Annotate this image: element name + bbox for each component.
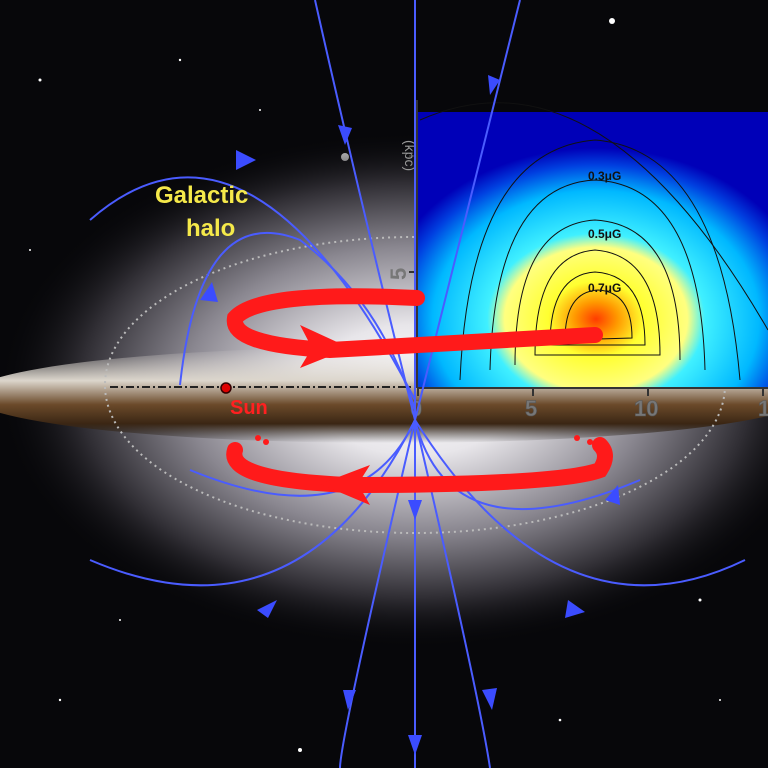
y-tick-5: 5 [386, 268, 411, 280]
disk-field-loops [226, 288, 613, 494]
sun-label: Sun [230, 397, 268, 419]
contour-label-0.3: 0.3μG [588, 169, 621, 183]
halo-label-line2: halo [186, 215, 235, 242]
contours [419, 102, 768, 381]
contour-label-0.5: 0.5μG [588, 227, 621, 241]
sun-marker [220, 382, 232, 394]
loop-arrows [255, 325, 593, 505]
halo-label-line1: Galactic [155, 182, 248, 209]
field-strength-inset: 0.3μG 0.5μG 0.7μG 0 5 10 1 5 (kpc) [386, 100, 768, 421]
x-tick-15: 1 [758, 396, 768, 421]
contour-label-0.7: 0.7μG [588, 281, 621, 295]
x-tick-5: 5 [525, 396, 537, 421]
field-direction-arrows [200, 75, 620, 755]
x-tick-10: 10 [634, 396, 658, 421]
